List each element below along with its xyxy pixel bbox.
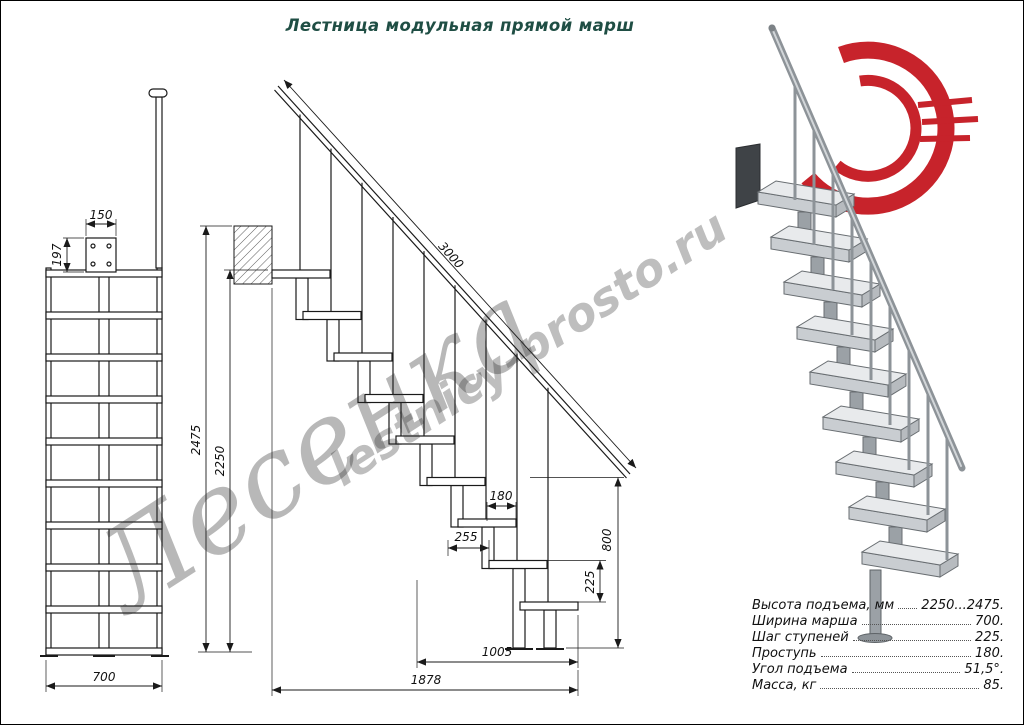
spec-value: 700. xyxy=(975,614,1004,629)
dim-tread-depth-label: 180 xyxy=(490,489,513,503)
dim-rail-length-label: 3000 xyxy=(436,239,467,271)
floor-slab-hatch xyxy=(233,225,273,285)
spec-value: 51,5°. xyxy=(964,662,1004,677)
spec-value: 2250...2475. xyxy=(921,598,1004,613)
spec-row: Масса, кг 85. xyxy=(752,678,1004,694)
dim-total-run-label: 1878 xyxy=(411,673,442,687)
spec-leader xyxy=(898,608,918,609)
side-view: 3000 2475 2250 180 255 800 225 1005 xyxy=(189,79,637,696)
steps-3d xyxy=(756,180,960,578)
spec-label: Высота подъема, мм xyxy=(752,598,895,613)
spec-row: Проступь 180. xyxy=(752,646,1004,662)
render-3d-view xyxy=(735,24,979,643)
spec-label: Шаг ступеней xyxy=(752,630,849,645)
spec-row: Ширина марша 700. xyxy=(752,614,1004,630)
spec-row: Высота подъема, мм 2250...2475. xyxy=(752,598,1004,614)
spec-label: Ширина марша xyxy=(752,614,858,629)
dim-plate-height-label: 197 xyxy=(50,243,64,266)
front-view: 150 197 700 xyxy=(40,88,169,692)
railing-3d xyxy=(768,24,966,560)
dim-plate-width-label: 150 xyxy=(90,208,113,222)
spec-label: Угол подъема xyxy=(752,662,848,677)
dim-total-height-label: 2475 xyxy=(189,425,203,456)
spec-table: Высота подъема, мм 2250...2475. Ширина м… xyxy=(752,598,1004,694)
spec-row: Угол подъема 51,5°. xyxy=(752,662,1004,678)
dim-march-width-label: 700 xyxy=(93,670,116,684)
spec-leader xyxy=(861,624,972,625)
spec-label: Масса, кг xyxy=(752,678,817,693)
dim-step-run-label: 255 xyxy=(455,530,478,544)
spec-value: 225. xyxy=(975,630,1004,645)
spec-label: Проступь xyxy=(752,646,817,661)
dim-floor-height-label: 2250 xyxy=(213,445,227,476)
dim-step-rise-label: 225 xyxy=(583,571,597,594)
spec-leader xyxy=(851,672,961,673)
mount-plate xyxy=(85,237,117,273)
railing-post-front xyxy=(155,96,163,269)
dim-post-height-label: 800 xyxy=(600,528,614,551)
spec-value: 180. xyxy=(975,646,1004,661)
top-mount-bracket xyxy=(735,143,761,209)
spec-value: 85. xyxy=(983,678,1004,693)
spec-leader xyxy=(852,640,972,641)
spec-leader xyxy=(820,688,980,689)
dim-base-span-label: 1005 xyxy=(482,645,513,659)
spec-row: Шаг ступеней 225. xyxy=(752,630,1004,646)
drawing-title: Лестница модульная прямой марш xyxy=(285,16,635,35)
spec-leader xyxy=(820,656,972,657)
